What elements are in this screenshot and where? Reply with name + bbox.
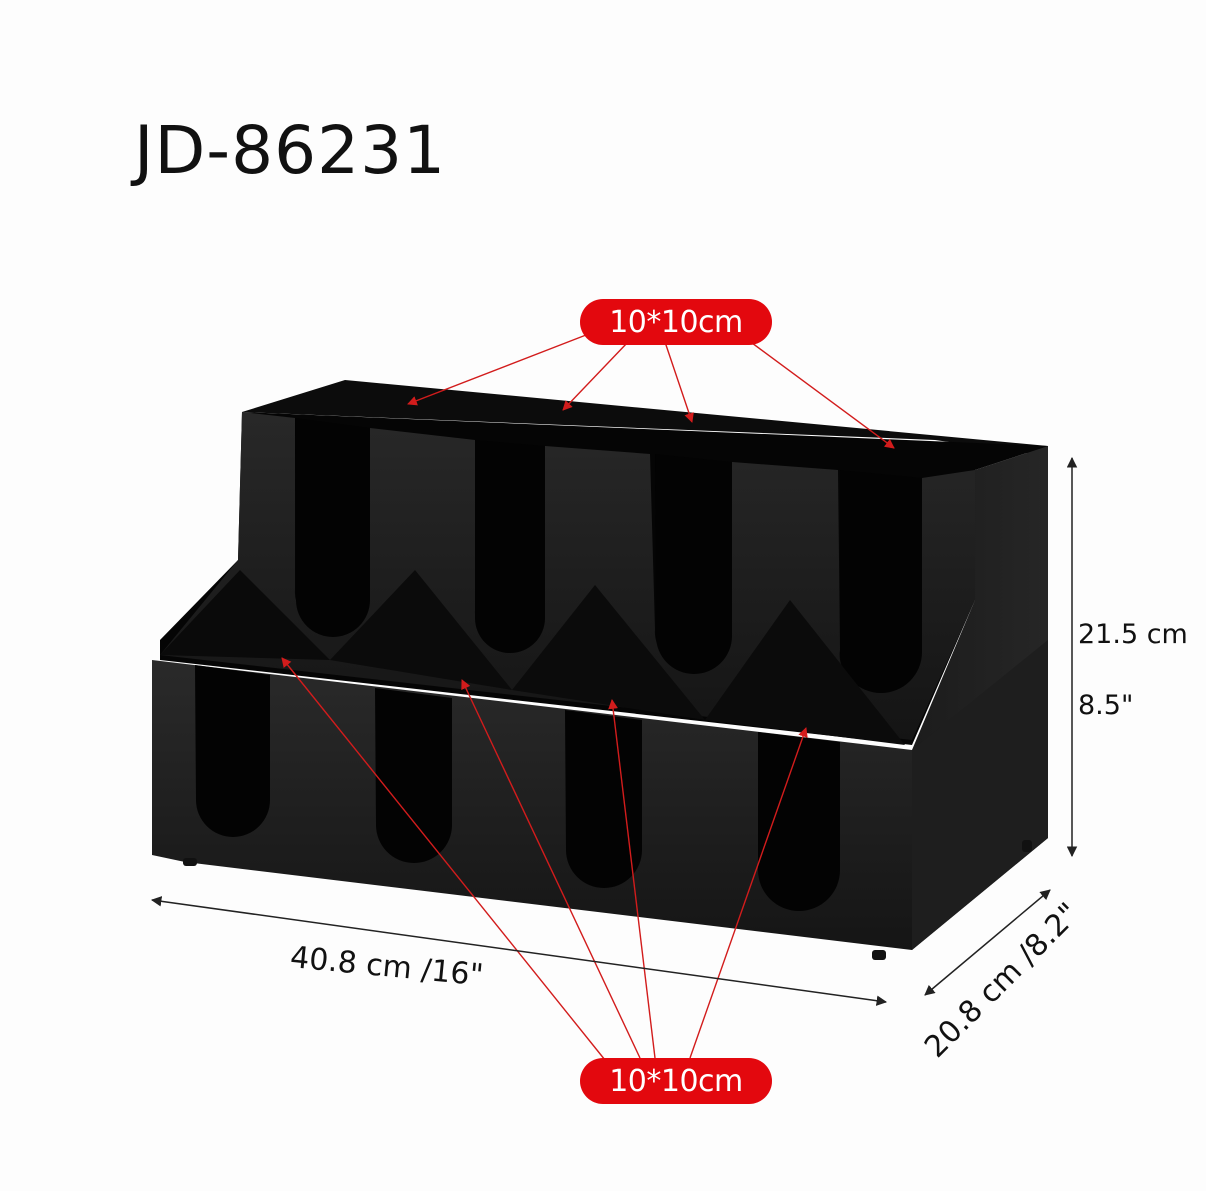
height-in-label: 8.5" xyxy=(1078,690,1134,721)
cup-organizer-rack xyxy=(152,380,1048,960)
top-compartment-size-badge: 10*10cm xyxy=(580,299,772,345)
dimension-arrows xyxy=(150,456,1078,1006)
top-compartment-leader-lines xyxy=(407,334,895,449)
model-code-title: JD-86231 xyxy=(134,112,447,189)
bottom-compartment-size-badge: 10*10cm xyxy=(580,1058,772,1104)
height-cm-label: 21.5 cm xyxy=(1078,619,1188,650)
